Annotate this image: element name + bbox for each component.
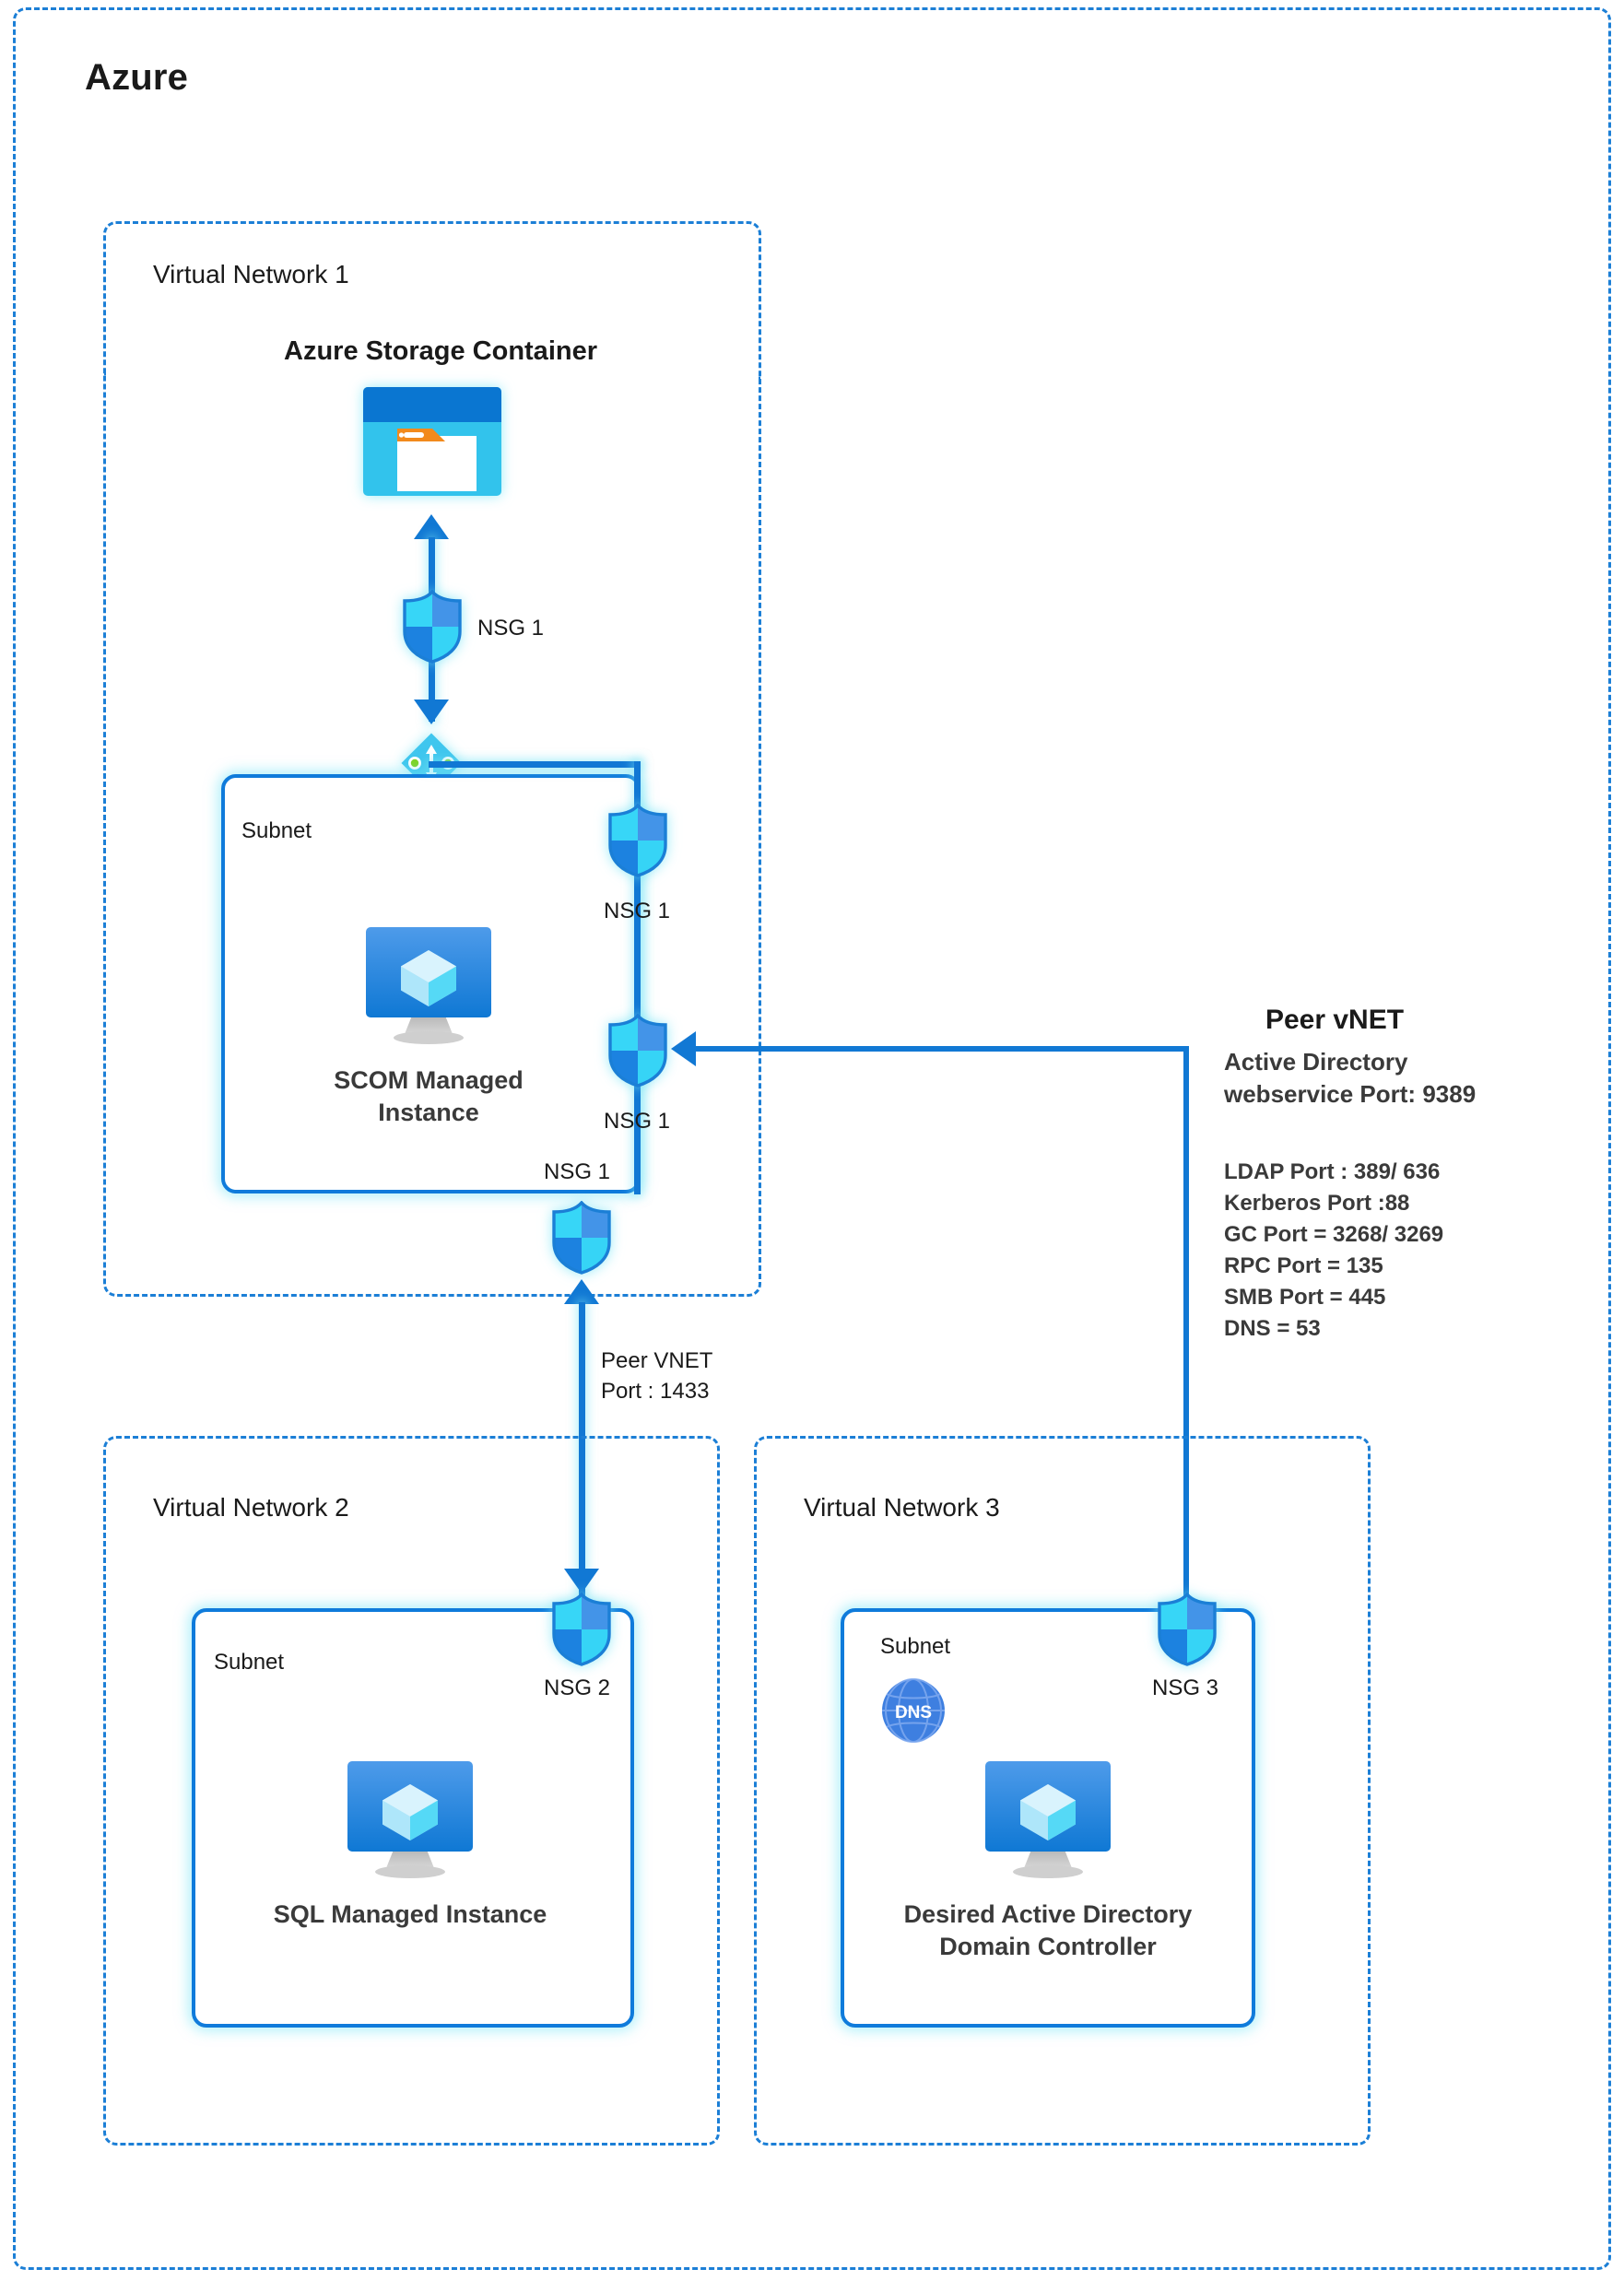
nsg-label-right-bottom: NSG 1 (604, 1109, 671, 1134)
nsg-shield-bottom-icon (548, 1200, 615, 1279)
storage-container-icon (361, 385, 503, 502)
peer-vnet-ports: LDAP Port : 389/ 636 Kerberos Port :88 G… (1224, 1159, 1444, 1342)
peer-vnet-sql-label: Peer VNET Port : 1433 (601, 1348, 713, 1405)
connector-peer-sql-upper (579, 1302, 585, 1597)
vnet1-box (103, 372, 761, 1297)
svg-text:DNS: DNS (895, 1703, 932, 1723)
vnet3-box (754, 1436, 1371, 2146)
arrow-to-nsg1-bottom (564, 1279, 599, 1304)
nsg-label-storage: NSG 1 (477, 616, 545, 641)
arrow-to-nsg1-peer (671, 1031, 696, 1066)
managed-instance-icon-sql (336, 1756, 484, 1889)
vnet1-subnet-label: Subnet (241, 818, 312, 843)
dns-globe-icon: DNS (880, 1677, 947, 1748)
connector-right-vertical (634, 761, 641, 1194)
storage-container-title: Azure Storage Container (284, 336, 597, 366)
nsg-shield-right-top-icon (605, 803, 671, 882)
connector-peer-ad-vertical (1183, 1046, 1189, 1613)
azure-boundary (13, 7, 1611, 2270)
arrow-to-storage (414, 514, 449, 539)
azure-title: Azure (85, 57, 189, 98)
nsg-label-2: NSG 2 (544, 1675, 611, 1700)
arrow-to-nat (414, 700, 449, 724)
arrow-to-nsg2 (564, 1569, 599, 1593)
dc-label: Desired Active Directory Domain Controll… (903, 1900, 1193, 1960)
managed-instance-icon-scom (355, 922, 502, 1055)
connector-peer-ad-horizontal (693, 1046, 1189, 1052)
vnet3-label: Virtual Network 3 (804, 1493, 1000, 1522)
vnet1-box-top (103, 221, 761, 380)
peer-vnet-title: Peer vNET (1265, 1005, 1405, 1035)
managed-instance-icon-dc (974, 1756, 1122, 1889)
vnet2-subnet-label: Subnet (214, 1650, 285, 1675)
vnet2-box (103, 1436, 720, 2146)
connector-nat-to-right (429, 761, 641, 768)
nsg-label-bottom: NSG 1 (544, 1159, 611, 1184)
sql-label: SQL Managed Instance (273, 1900, 547, 1928)
nsg-shield-2-icon (548, 1592, 615, 1671)
nsg-shield-storage-icon (399, 589, 465, 668)
vnet2-label: Virtual Network 2 (153, 1493, 349, 1522)
vnet1-label: Virtual Network 1 (153, 260, 349, 288)
scom-label: SCOM Managed Instance (334, 1066, 524, 1126)
nsg-label-right-top: NSG 1 (604, 899, 671, 923)
nsg-shield-right-bottom-icon (605, 1013, 671, 1092)
peer-vnet-subtitle: Active Directory webservice Port: 9389 (1224, 1048, 1477, 1108)
nsg-shield-3-icon (1154, 1592, 1220, 1671)
vnet3-subnet-label: Subnet (880, 1634, 951, 1659)
vnet3-subnet-box (841, 1608, 1255, 2028)
nsg-label-3: NSG 3 (1152, 1675, 1219, 1700)
